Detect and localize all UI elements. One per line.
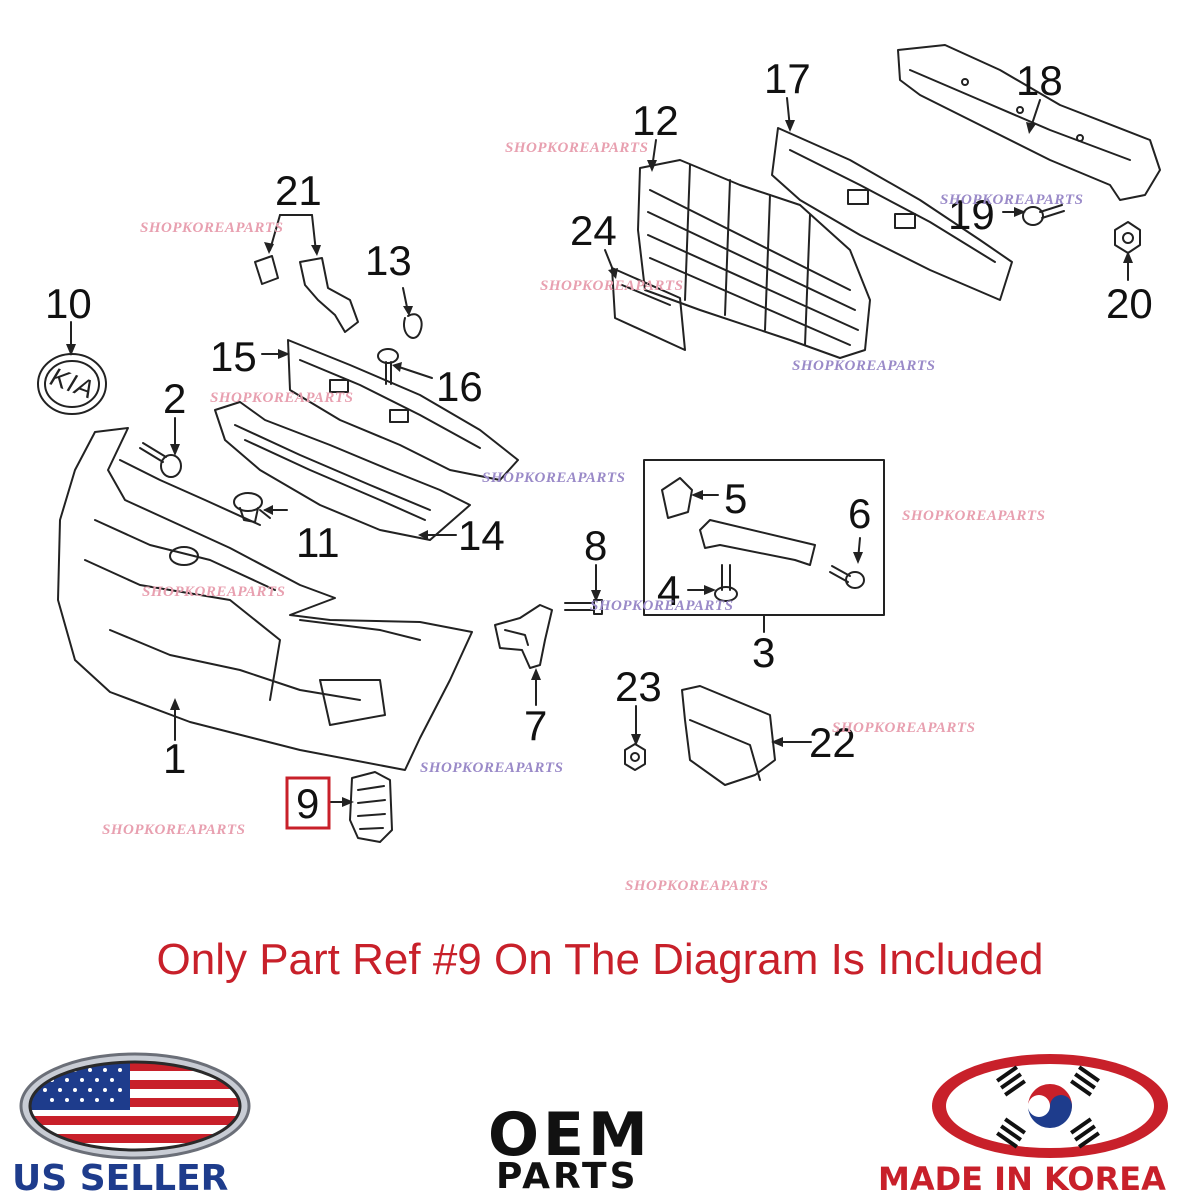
watermark: SHOPKOREAPARTS — [420, 760, 564, 776]
callout-13: 13 — [365, 237, 412, 284]
included-part-notice: Only Part Ref #9 On The Diagram Is Inclu… — [156, 935, 1044, 984]
callout-17: 17 — [764, 55, 811, 102]
watermark: SHOPKOREAPARTS — [902, 508, 1046, 524]
bracket-part-7 — [494, 604, 553, 669]
callout-24: 24 — [570, 207, 617, 254]
screw-part-16 — [377, 348, 399, 385]
bracket-part-21 — [254, 255, 359, 333]
parts-label: PARTS — [496, 1156, 639, 1197]
bolt-part-8 — [564, 599, 603, 615]
bolt-part-19 — [1022, 204, 1065, 226]
emblem-part — [37, 353, 107, 415]
callout-12: 12 — [632, 97, 679, 144]
energy-absorber-part — [771, 127, 1013, 301]
callout-9: 9 — [296, 780, 320, 827]
watermark: SHOPKOREAPARTS — [140, 220, 284, 236]
callout-15: 15 — [210, 333, 257, 380]
radiator-grille-part — [637, 159, 871, 359]
bracket-part-15 — [287, 339, 519, 481]
callout-3: 3 — [752, 629, 776, 676]
callout-11: 11 — [296, 519, 340, 566]
callout-1: 1 — [163, 735, 187, 782]
watermark: SHOPKOREAPARTS — [832, 720, 976, 736]
callout-6: 6 — [848, 490, 872, 537]
bolt-part-2 — [139, 442, 182, 478]
bumper-cover-part — [57, 427, 473, 771]
sensor-part-22 — [681, 685, 776, 786]
callout-19: 19 — [948, 191, 995, 238]
parts-diagram — [37, 44, 1161, 843]
watermark: SHOPKOREAPARTS — [505, 140, 649, 156]
callout-4: 4 — [657, 567, 681, 614]
watermark: SHOPKOREAPARTS — [625, 878, 769, 894]
callout-16: 16 — [436, 363, 483, 410]
nut-part-20 — [1114, 221, 1141, 254]
callout-8: 8 — [584, 522, 608, 569]
korea-flag-logo — [932, 1054, 1168, 1158]
bracket-part-5 — [661, 477, 693, 519]
callout-5: 5 — [724, 475, 748, 522]
callout-22: 22 — [809, 719, 856, 766]
us-flag-logo — [19, 1052, 251, 1160]
callout-2: 2 — [163, 375, 187, 422]
bolt-part-6 — [829, 565, 865, 589]
callout-18: 18 — [1016, 57, 1063, 104]
made-in-korea-label: MADE IN KOREA — [878, 1160, 1166, 1198]
us-seller-label: US SELLER — [12, 1158, 229, 1199]
clip-part-13 — [403, 313, 423, 339]
watermark: SHOPKOREAPARTS — [482, 470, 626, 486]
watermark: SHOPKOREAPARTS — [540, 278, 684, 294]
nut-part-23 — [624, 743, 646, 771]
watermark: SHOPKOREAPARTS — [142, 584, 286, 600]
arrow-heads — [66, 120, 1133, 807]
callout-21: 21 — [275, 167, 322, 214]
callout-14: 14 — [458, 512, 505, 559]
license-bracket-part — [611, 267, 686, 351]
watermark: SHOPKOREAPARTS — [792, 358, 936, 374]
highlight-box-9 — [285, 776, 331, 830]
clip-part-11 — [233, 492, 263, 523]
callout-7: 7 — [524, 702, 548, 749]
tow-hook-cover-part — [349, 771, 393, 843]
bumper-beam-part — [897, 44, 1161, 201]
callout-23: 23 — [615, 663, 662, 710]
watermark: SHOPKOREAPARTS — [590, 598, 734, 614]
oem-label: OEM — [488, 1100, 652, 1170]
watermark: SHOPKOREAPARTS — [940, 192, 1084, 208]
bracket-part-3 — [699, 519, 816, 566]
watermark: SHOPKOREAPARTS — [102, 822, 246, 838]
watermark: SHOPKOREAPARTS — [210, 390, 354, 406]
lower-grille-part — [214, 401, 471, 541]
bolt-part-4 — [714, 564, 738, 602]
callout-20: 20 — [1106, 280, 1153, 327]
callout-10: 10 — [45, 280, 92, 327]
